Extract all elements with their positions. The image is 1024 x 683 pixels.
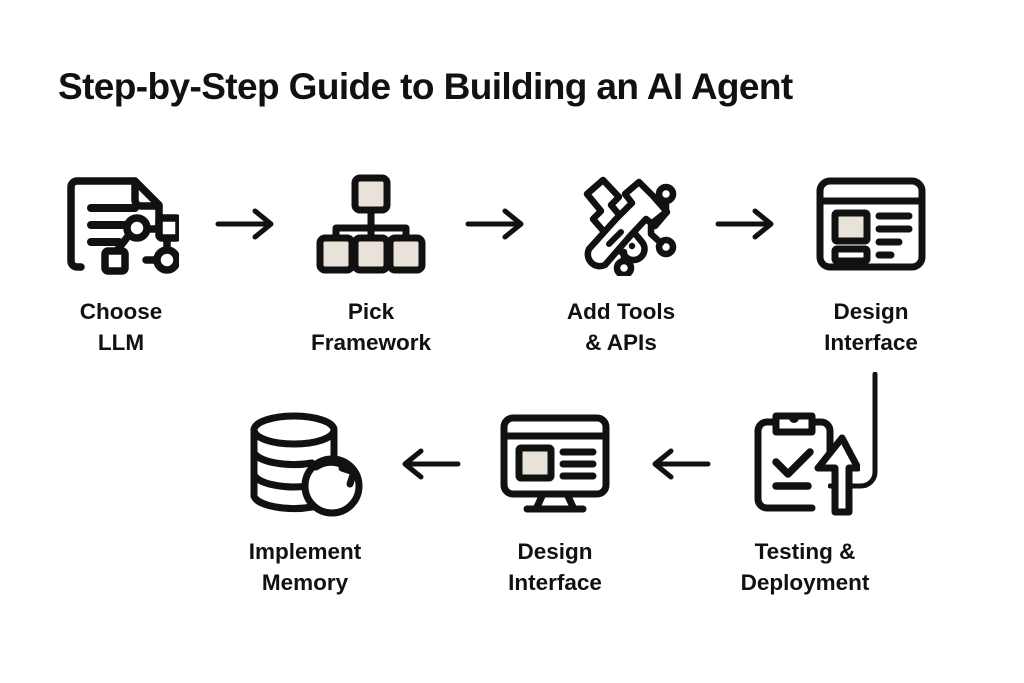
step-label: Implement Memory: [248, 539, 362, 596]
arrow-right-2: [444, 172, 548, 276]
step-design-interface-bottom[interactable]: Design Interface: [482, 412, 628, 598]
step-implement-memory[interactable]: Implement Memory: [232, 412, 378, 598]
step-label: Design Interface: [508, 539, 602, 596]
arrow-left-2: [628, 412, 732, 516]
flow-row-top: Choose LLM Pick Framework: [48, 172, 944, 358]
step-label: Testing & Deployment: [740, 539, 870, 596]
document-network-icon: [61, 172, 181, 276]
step-add-tools-apis[interactable]: Add Tools & APIs: [548, 172, 694, 358]
database-refresh-icon: [245, 412, 365, 517]
step-label: Design Interface: [824, 299, 918, 356]
elbow-connector-down-left: [827, 371, 938, 497]
flow-row-bottom: Implement Memory: [232, 412, 878, 598]
step-label: Choose LLM: [79, 299, 163, 356]
step-choose-llm[interactable]: Choose LLM: [48, 172, 194, 358]
arrow-right-3: [694, 172, 798, 276]
step-label: Pick Framework: [310, 299, 432, 356]
wrench-screwdriver-api-icon: [561, 172, 681, 276]
hierarchy-chart-icon: [311, 172, 431, 276]
desktop-monitor-icon: [495, 412, 615, 516]
arrow-left-1: [378, 412, 482, 516]
browser-window-icon: [811, 172, 931, 276]
page-title: Step-by-Step Guide to Building an AI Age…: [58, 66, 793, 107]
arrow-right-1: [194, 172, 298, 276]
step-pick-framework[interactable]: Pick Framework: [298, 172, 444, 358]
step-label: Add Tools & APIs: [566, 299, 676, 356]
step-testing-deployment[interactable]: Testing & Deployment: [732, 412, 878, 598]
clipboard-check-upload-icon: [745, 412, 865, 516]
step-design-interface-top[interactable]: Design Interface: [798, 172, 944, 358]
